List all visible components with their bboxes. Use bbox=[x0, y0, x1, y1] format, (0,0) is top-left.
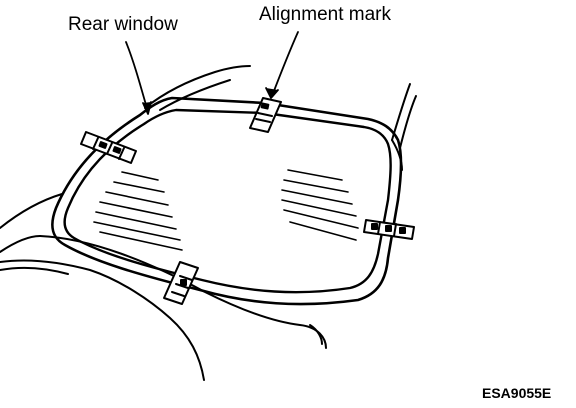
alignment-tape-bottom bbox=[163, 261, 199, 305]
alignment-tape-right bbox=[363, 219, 415, 240]
alignment-tape-top bbox=[249, 97, 282, 133]
label-rear-window: Rear window bbox=[68, 14, 178, 35]
leader-alignment-mark bbox=[265, 31, 299, 99]
alignment-tape-left bbox=[80, 131, 137, 164]
figure-code: ESA9055E bbox=[482, 385, 552, 401]
label-alignment-mark: Alignment mark bbox=[259, 4, 391, 25]
leader-rear-window bbox=[125, 41, 152, 115]
glass-reflection-left bbox=[93, 171, 183, 251]
glass-reflection-right bbox=[281, 169, 359, 241]
car-body bbox=[0, 65, 417, 381]
rear-window-glass-inner bbox=[63, 108, 392, 294]
rear-window-glass-outer bbox=[51, 96, 403, 306]
